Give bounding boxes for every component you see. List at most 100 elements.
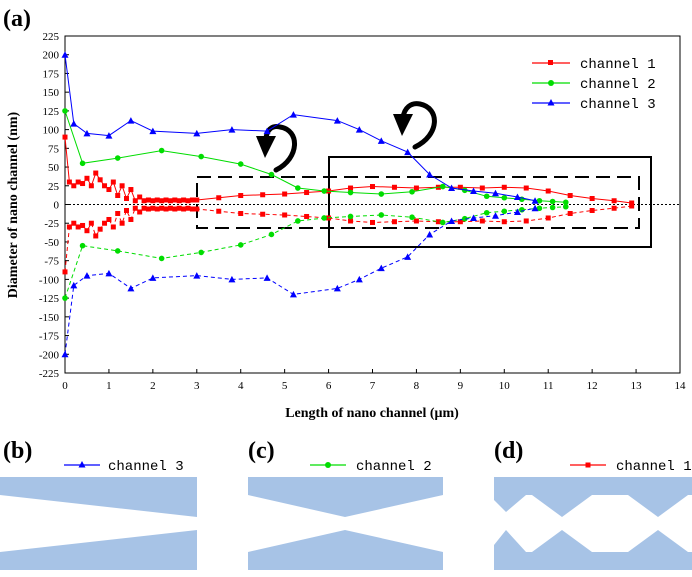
x-tick-label: 11 <box>543 380 554 392</box>
channel-2-data-point <box>549 204 556 211</box>
channel-1-data-point <box>185 205 191 211</box>
channel-1-data-point <box>589 207 595 213</box>
channel-3-upper-wall <box>0 477 197 517</box>
channel-3-data-point <box>470 187 478 195</box>
channel-1-data-point <box>413 185 419 191</box>
legend-entry-channel-3: channel 3 <box>532 97 656 113</box>
legend-label-channel-1: channel 1 <box>580 57 656 73</box>
channel-1-data-point <box>97 177 103 183</box>
triangle-marker-icon <box>78 461 86 468</box>
channel-2-data-point <box>562 203 569 210</box>
channel-2-data-point <box>519 206 525 213</box>
panel-c: (c) channel 2 <box>248 438 443 570</box>
channel-3-data-point <box>149 274 157 281</box>
channel-3-data-point <box>531 197 539 204</box>
channel-1-data-point <box>216 195 222 201</box>
channel-2-data-point <box>237 242 244 248</box>
channel-1-data-point <box>106 187 112 193</box>
channel-1-data-point <box>159 198 165 204</box>
channel-1-upper-wall <box>494 477 692 517</box>
panel-c-legend-label: channel 2 <box>356 459 432 475</box>
channel-2-data-point <box>158 147 165 154</box>
channel-1-data-point <box>370 219 375 225</box>
dashed-highlight-box <box>196 176 640 229</box>
channel-2-data-point <box>409 214 415 221</box>
y-tick-label: 0 <box>54 200 60 212</box>
channel-3-data-point <box>426 171 434 178</box>
channel-1-data-point <box>145 206 151 212</box>
channel-1-data-point <box>176 205 182 211</box>
channel-3-data-point <box>355 275 363 283</box>
legend: channel 1 channel 2 channel 3 <box>532 57 656 113</box>
channel-1-data-point <box>141 205 147 211</box>
channel-1-data-point <box>93 233 99 239</box>
y-axis-title: Diameter of nano channel (nm) <box>6 111 21 298</box>
channel-2-data-point <box>549 198 556 205</box>
x-tick-label: 10 <box>499 380 511 392</box>
channel-1-data-point <box>282 212 288 218</box>
channel-3-data-point <box>228 126 236 133</box>
channel-3-data-point <box>289 290 297 298</box>
channel-1-data-point <box>97 226 103 232</box>
channel-1-data-point <box>154 206 160 212</box>
channel-1-data-point <box>88 183 94 189</box>
y-tick-label: 100 <box>43 125 60 137</box>
panel-label-d: (d) <box>494 438 523 464</box>
y-tick-label: 50 <box>48 162 60 174</box>
channel-1-data-point <box>124 207 129 213</box>
panel-b-legend-label: channel 3 <box>108 459 184 475</box>
channel-1-data-point <box>370 184 375 190</box>
panel-label-c: (c) <box>248 438 275 464</box>
curved-arrow-left-icon <box>256 124 297 173</box>
y-axis-ticks: -225-200-175-150-125-100-75-50-250255075… <box>39 31 69 380</box>
channel-1-data-point <box>84 228 90 234</box>
channel-2-data-point <box>483 193 490 200</box>
channel-1-data-point <box>66 224 72 230</box>
channel-1-data-point <box>62 134 68 140</box>
channel-1-data-point <box>150 198 156 204</box>
channel-1-data-point <box>304 190 310 196</box>
channel-1-data-point <box>119 220 125 226</box>
channel-3-data-point <box>83 129 91 137</box>
channel-2-data-point <box>378 212 385 218</box>
y-tick-label: -75 <box>44 256 59 268</box>
channel-1-data-point <box>479 218 485 224</box>
channel-1-data-point <box>172 206 178 212</box>
channel-2-lower-profile-line <box>64 206 566 299</box>
channel-3-data-point <box>70 281 78 289</box>
x-tick-label: 7 <box>370 380 376 392</box>
channel-1-data-point <box>75 179 81 185</box>
channel-1-data-point <box>88 220 94 226</box>
channel-1-data-point <box>304 213 310 219</box>
x-tick-label: 6 <box>326 380 332 392</box>
circle-marker-icon <box>548 80 554 86</box>
legend-entry-channel-1: channel 1 <box>532 57 656 73</box>
curved-arrow-right-icon <box>393 101 437 150</box>
channel-2-data-point <box>268 231 275 238</box>
y-tick-label: -175 <box>39 331 60 343</box>
channel-1-data-point <box>391 219 397 225</box>
channel-1-data-point <box>93 170 99 176</box>
solid-highlight-box <box>328 156 652 248</box>
channel-1-data-point <box>141 198 147 204</box>
x-tick-label: 13 <box>631 380 643 392</box>
channel-2-upper-wall <box>248 477 443 517</box>
channel-3-data-point <box>492 212 499 219</box>
y-tick-label: 75 <box>48 143 60 155</box>
channel-3-data-point <box>426 230 434 238</box>
y-tick-label: -125 <box>39 293 60 305</box>
legend-label-channel-2: channel 2 <box>580 77 656 93</box>
channel-1-data-point <box>348 218 354 224</box>
series-layer <box>61 51 635 358</box>
channel-3-data-point <box>83 272 91 279</box>
channel-2-data-point <box>347 189 354 196</box>
x-tick-label: 0 <box>62 380 68 392</box>
channel-1-data-point <box>167 198 173 204</box>
square-marker-icon <box>585 462 591 468</box>
channel-2-data-point <box>501 208 508 215</box>
channel-2-data-point <box>409 188 415 195</box>
channel-1-data-point <box>611 205 617 211</box>
channel-2-data-point <box>321 215 327 221</box>
channel-1-data-point <box>567 210 573 216</box>
